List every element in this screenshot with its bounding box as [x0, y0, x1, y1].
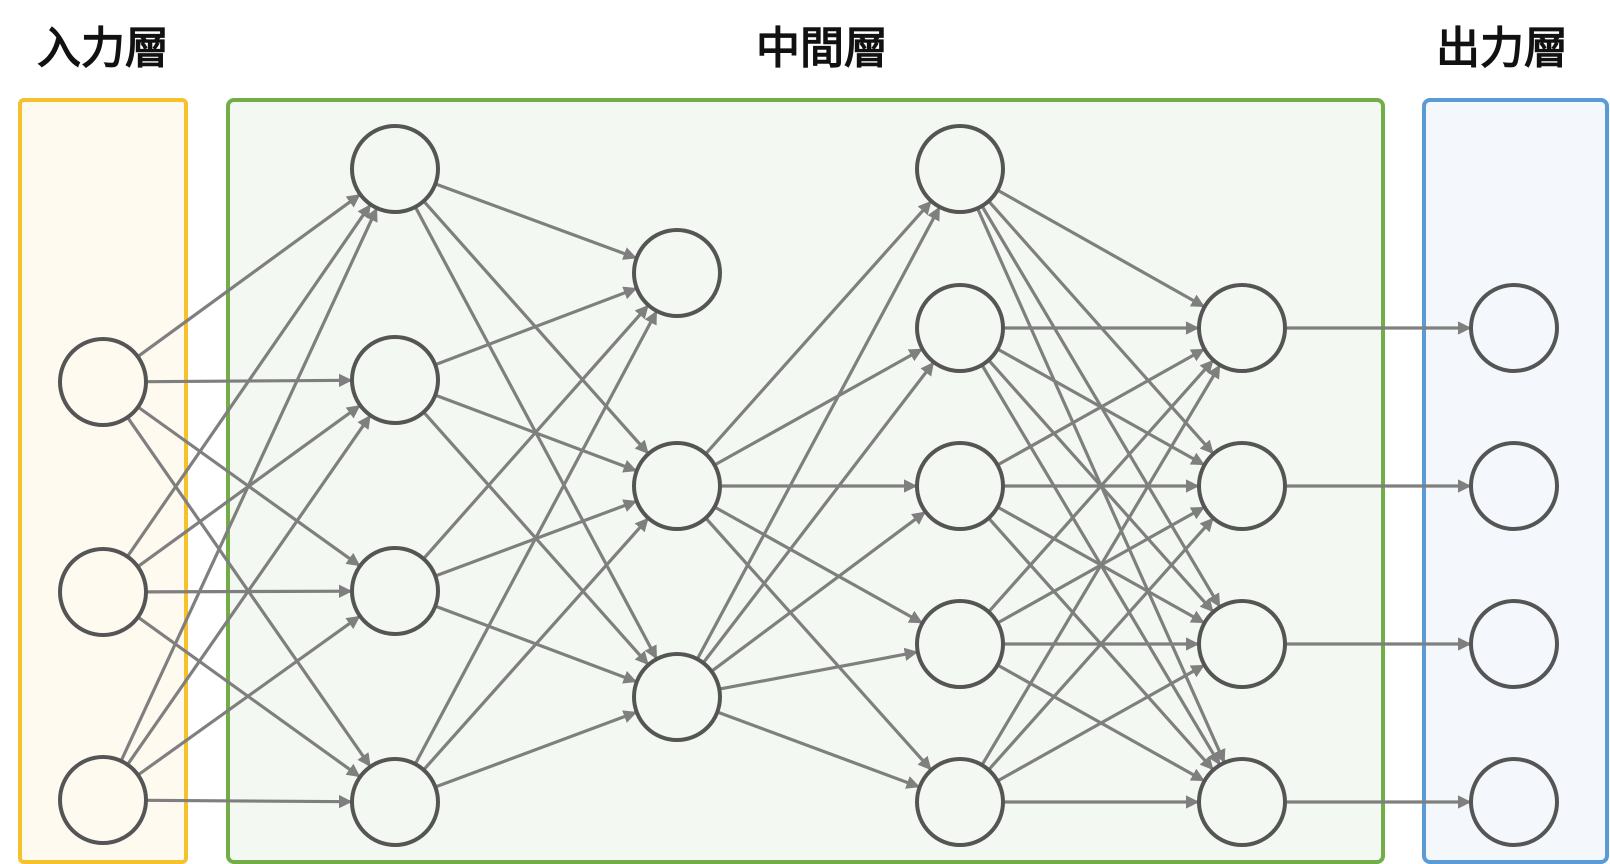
- input-neuron: [58, 755, 148, 845]
- connection-arrow: [126, 414, 372, 766]
- input-neuron: [58, 547, 148, 637]
- output-neuron: [1469, 441, 1559, 531]
- input-layer-box: [18, 98, 188, 864]
- connection-arrow: [137, 615, 361, 777]
- hidden-4-neuron: [1197, 599, 1287, 689]
- connection-arrow: [713, 505, 923, 624]
- hidden-4-neuron: [1197, 283, 1287, 373]
- connection-arrow: [145, 794, 353, 809]
- connection-arrow: [987, 517, 1214, 771]
- neurons-group: [58, 124, 1559, 847]
- connection-arrow: [719, 647, 919, 691]
- hidden-3-neuron: [915, 757, 1005, 847]
- connection-arrow: [987, 359, 1214, 613]
- hidden-1-neuron: [350, 124, 440, 214]
- hidden-3-neuron: [915, 124, 1005, 214]
- input-neuron: [58, 337, 148, 427]
- connection-arrow: [434, 182, 637, 260]
- connection-arrow: [980, 364, 1221, 766]
- connection-arrow: [710, 511, 926, 673]
- connection-arrow: [126, 204, 372, 558]
- connection-arrow: [716, 710, 920, 789]
- output-neuron: [1469, 283, 1559, 373]
- connection-arrow: [704, 200, 932, 455]
- connection-arrow: [695, 206, 941, 660]
- connection-arrow: [434, 286, 638, 367]
- hidden-1-neuron: [350, 546, 440, 636]
- connection-arrow: [713, 348, 923, 467]
- connection-arrow: [996, 188, 1205, 308]
- hidden-2-neuron: [632, 228, 722, 318]
- connection-arrow: [422, 517, 649, 771]
- connection-arrow: [704, 516, 932, 771]
- connections-group: [119, 182, 1472, 809]
- output-neuron: [1469, 599, 1559, 689]
- connection-arrow: [996, 348, 1205, 467]
- connection-arrow: [136, 193, 361, 358]
- connection-arrow: [422, 304, 649, 560]
- hidden-2-neuron: [632, 652, 722, 742]
- connection-arrow: [996, 664, 1205, 783]
- hidden-3-neuron: [915, 599, 1005, 689]
- hidden-4-neuron: [1197, 757, 1287, 847]
- hidden-layer-title: 中間層: [756, 23, 888, 74]
- connection-arrow: [701, 361, 935, 664]
- hidden-1-neuron: [350, 335, 440, 425]
- connection-arrow: [119, 207, 378, 762]
- hidden-3-neuron: [915, 283, 1005, 373]
- hidden-1-neuron: [350, 757, 440, 847]
- output-neuron: [1469, 757, 1559, 847]
- hidden-3-neuron: [915, 441, 1005, 531]
- connection-arrow: [434, 710, 638, 789]
- hidden-2-neuron: [632, 441, 722, 531]
- hidden-4-neuron: [1197, 441, 1287, 531]
- input-layer-title: 入力層: [37, 23, 169, 74]
- output-layer-title: 出力層: [1436, 23, 1568, 74]
- hidden-layer-box: [226, 98, 1385, 864]
- connection-arrow: [413, 310, 658, 765]
